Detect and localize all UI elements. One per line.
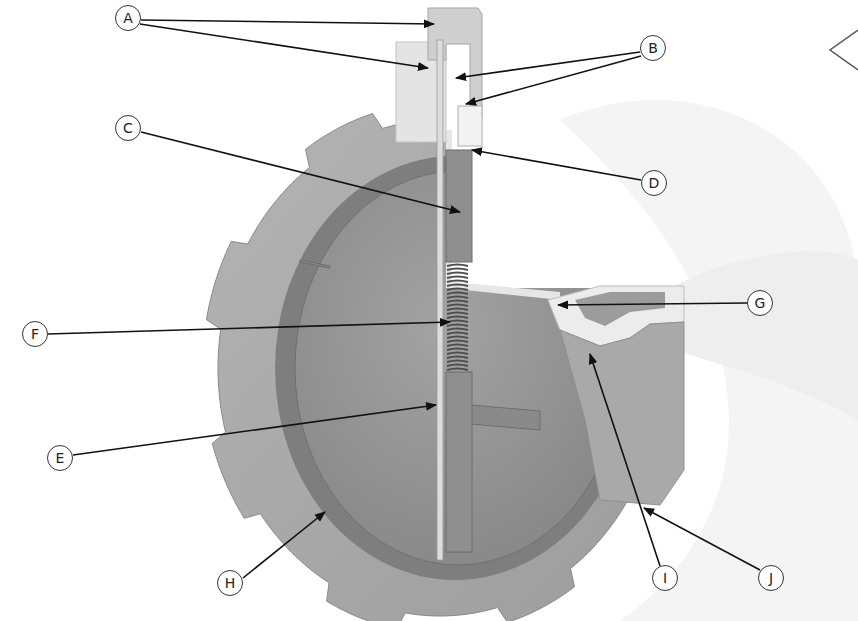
spring-coil bbox=[447, 325, 468, 327]
spring-coil bbox=[447, 365, 468, 367]
leader-line bbox=[558, 303, 747, 305]
spring-coil bbox=[447, 357, 468, 359]
callout-letter: F bbox=[31, 327, 39, 341]
body-groove bbox=[575, 292, 665, 326]
spring-coil bbox=[447, 369, 468, 371]
spring-coil bbox=[447, 277, 468, 279]
spring-coil bbox=[447, 313, 468, 315]
spring-coil bbox=[447, 321, 468, 323]
spring-coil bbox=[447, 345, 468, 347]
callout-letter: E bbox=[56, 451, 65, 465]
leader-line bbox=[243, 512, 325, 578]
spring-coil bbox=[447, 309, 468, 311]
plate-rib bbox=[300, 260, 330, 268]
callout-letter: G bbox=[755, 296, 766, 310]
callout-circle: G bbox=[747, 290, 773, 316]
watermark-chevron bbox=[830, 30, 858, 70]
callout-letter: B bbox=[648, 41, 658, 55]
callout-circle: A bbox=[115, 5, 141, 31]
callout-letter: H bbox=[225, 576, 236, 590]
torsion-spring bbox=[447, 265, 468, 371]
spring-coil bbox=[447, 297, 468, 299]
callout-letter: C bbox=[123, 121, 133, 135]
spring-coil bbox=[447, 361, 468, 363]
spring-coil bbox=[447, 269, 468, 271]
spring-coil bbox=[447, 353, 468, 355]
leader-line bbox=[141, 132, 460, 212]
callout-letter: I bbox=[663, 571, 667, 585]
watermark-swoosh bbox=[560, 100, 858, 621]
leader-line bbox=[644, 508, 760, 570]
spring-coil bbox=[447, 265, 468, 267]
spring-coil bbox=[447, 281, 468, 283]
callout-circle: I bbox=[652, 565, 678, 591]
plate-rib bbox=[470, 175, 530, 205]
spring-coil bbox=[447, 285, 468, 287]
valve-drawing bbox=[206, 8, 684, 621]
callout-letter: J bbox=[769, 571, 773, 585]
leader-line bbox=[466, 56, 641, 104]
spring-coil bbox=[447, 293, 468, 295]
spring-coil bbox=[447, 341, 468, 343]
callout-circle: E bbox=[47, 445, 73, 471]
spring-coil bbox=[447, 349, 468, 351]
hinge-boss bbox=[446, 372, 472, 552]
leader-line bbox=[73, 405, 436, 455]
leader-line bbox=[141, 20, 434, 24]
callout-circle: F bbox=[22, 321, 48, 347]
spring-coil bbox=[447, 305, 468, 307]
spring-coil bbox=[447, 337, 468, 339]
callout-circle: J bbox=[758, 565, 784, 591]
spring-coil bbox=[447, 329, 468, 331]
leader-line bbox=[140, 24, 428, 68]
spring-coil bbox=[447, 289, 468, 291]
leader-line bbox=[456, 52, 640, 78]
stop-pin bbox=[458, 106, 482, 146]
body-side bbox=[560, 322, 684, 505]
callout-circle: B bbox=[640, 35, 666, 61]
spring-coil bbox=[447, 273, 468, 275]
hinge-boss bbox=[446, 150, 472, 262]
leader-line bbox=[48, 322, 450, 334]
callout-circle: C bbox=[115, 115, 141, 141]
spring-coil bbox=[447, 317, 468, 319]
leader-lines bbox=[48, 20, 760, 578]
callout-letter: D bbox=[649, 176, 660, 190]
spring-coil bbox=[447, 301, 468, 303]
leader-line bbox=[472, 150, 641, 180]
callout-circle: D bbox=[641, 170, 667, 196]
hinge-pin bbox=[437, 40, 443, 560]
callout-letter: A bbox=[123, 11, 133, 25]
callout-circle: H bbox=[217, 570, 243, 596]
leader-line bbox=[590, 354, 660, 566]
plate-rib bbox=[470, 405, 540, 430]
spring-coil bbox=[447, 333, 468, 335]
